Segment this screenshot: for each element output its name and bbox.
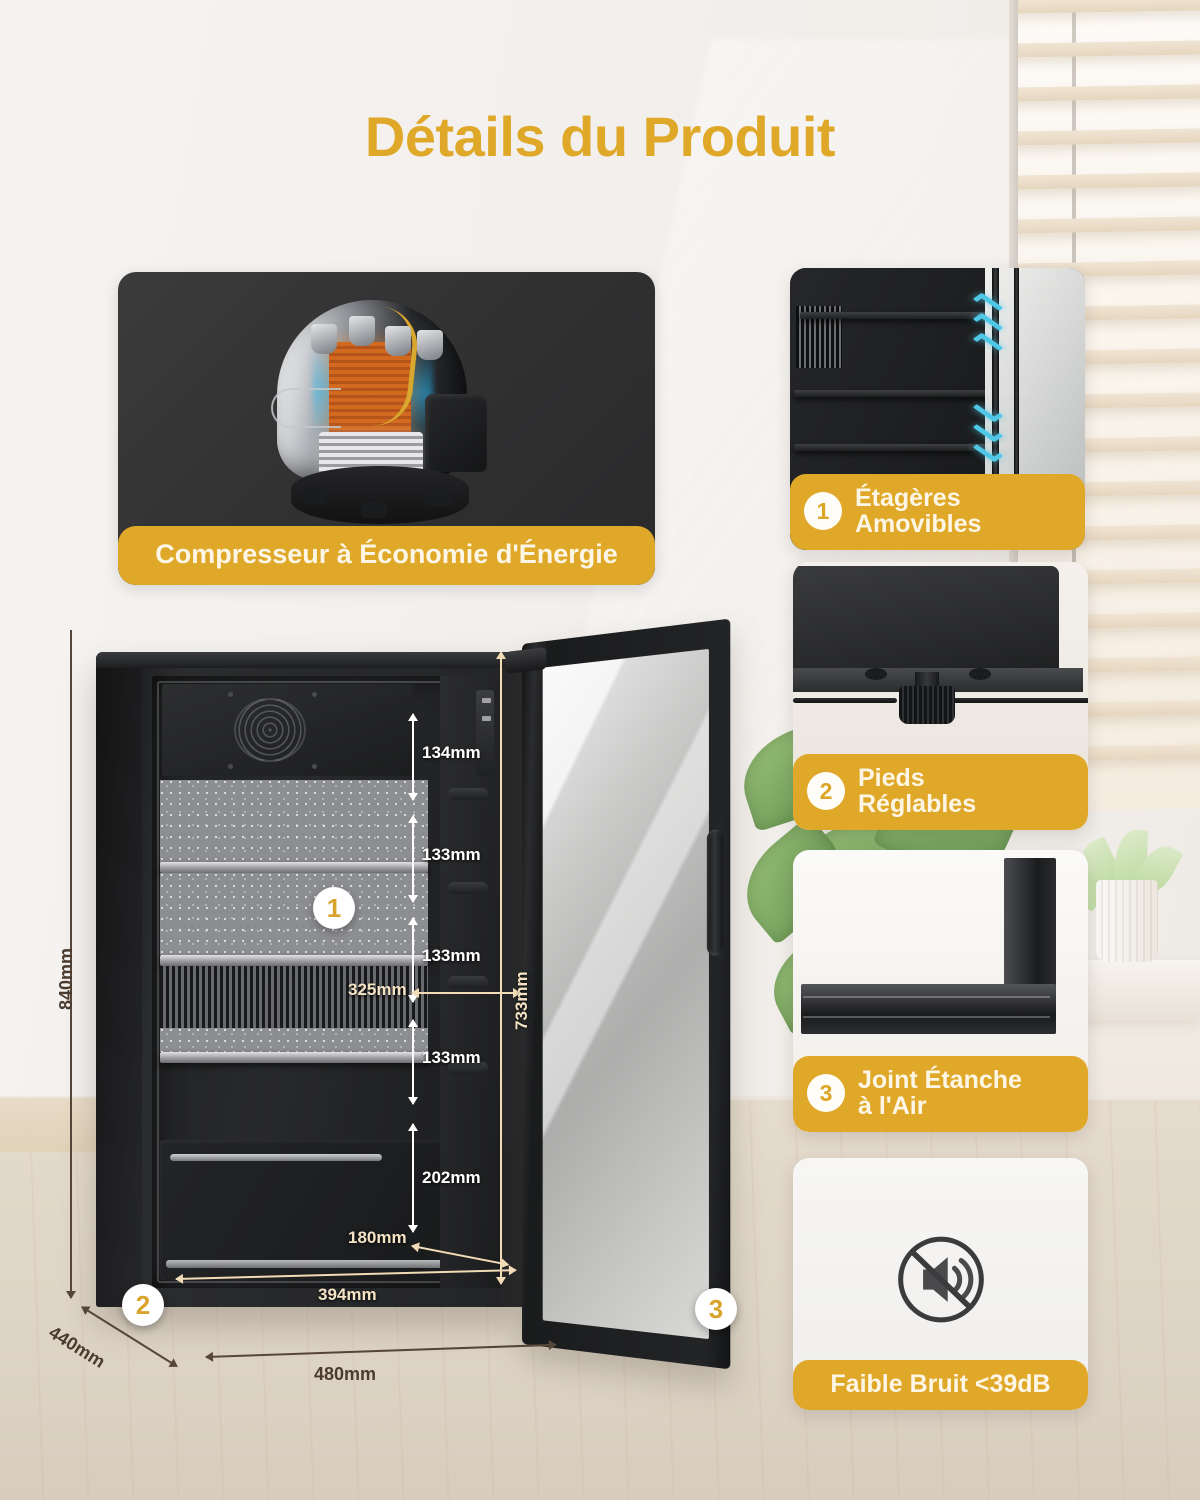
feature-card-airtight-seal[interactable]: 3 Joint Étanche à l'Air (793, 850, 1088, 1132)
dim-arrow-top-compartment (412, 714, 414, 800)
plant-pot (1096, 880, 1158, 962)
feature-card-low-noise[interactable]: Faible Bruit <39dB (793, 1158, 1088, 1410)
feature-card-4-label: Faible Bruit <39dB (830, 1371, 1050, 1397)
fan-panel (162, 684, 412, 776)
leveling-foot-icon (899, 686, 955, 724)
energy-saving-compressor-photo (257, 290, 517, 525)
feature-card-3-badge: 3 (807, 1074, 845, 1112)
feature-card-removable-shelves[interactable]: 1 Étagères Amovibles (790, 268, 1085, 550)
muted-speaker-icon (885, 1224, 997, 1336)
dim-arrow-shelf-gap-1 (412, 816, 414, 902)
dim-label-exterior-height: 840mm (56, 948, 77, 1010)
page-title: Détails du Produit (0, 104, 1200, 169)
dim-label-shelf-gap-3: 133mm (422, 1048, 481, 1068)
door-jamb (440, 676, 502, 1288)
door-handle (707, 829, 724, 956)
shelf-1 (160, 862, 428, 873)
feature-card-1-label-bar: 1 Étagères Amovibles (790, 474, 1085, 550)
dim-label-top-compartment: 134mm (422, 743, 481, 763)
dim-label-exterior-width: 480mm (314, 1364, 376, 1385)
photo-badge-1[interactable]: 1 (313, 887, 355, 929)
compressor-feature-card: Compresseur à Économie d'Énergie (118, 272, 655, 585)
feature-card-adjustable-feet[interactable]: 2 Pieds Réglables (793, 562, 1088, 830)
mini-fridge-open-door-photo: 134mm 133mm 133mm 133mm 202mm 325mm 180m… (60, 630, 780, 1420)
dim-label-interior-width: 394mm (318, 1285, 377, 1305)
dim-label-shelf-gap-2: 133mm (422, 946, 481, 966)
feature-card-3-label: Joint Étanche à l'Air (858, 1067, 1022, 1119)
fan-grille-icon (234, 698, 306, 762)
door-hinge (505, 647, 546, 674)
glass-door (522, 619, 730, 1370)
dim-arrow-exterior-width (206, 1344, 556, 1358)
photo-badge-2[interactable]: 2 (122, 1284, 164, 1326)
shelf-2 (160, 955, 428, 966)
dim-label-interior-depth-lower: 180mm (348, 1228, 407, 1248)
feature-card-2-label: Pieds Réglables (858, 765, 976, 817)
dim-arrow-drawer-height (412, 1124, 414, 1232)
feature-card-4-label-bar: Faible Bruit <39dB (793, 1360, 1088, 1410)
dim-arrow-door-height (500, 652, 502, 1284)
fridge-interior (152, 676, 502, 1288)
photo-badge-3[interactable]: 3 (695, 1288, 737, 1330)
dim-arrow-interior-depth-upper (412, 992, 520, 994)
door-glass-panel (543, 649, 709, 1339)
cabinet-top (96, 652, 524, 668)
feature-card-1-label: Étagères Amovibles (855, 485, 981, 537)
dim-label-interior-depth-upper: 325mm (348, 980, 407, 1000)
dim-label-door-height: 733mm (512, 971, 532, 1030)
feature-card-3-label-bar: 3 Joint Étanche à l'Air (793, 1056, 1088, 1132)
cabinet-left-side (96, 652, 142, 1307)
feature-card-2-label-bar: 2 Pieds Réglables (793, 754, 1088, 830)
feature-card-2-badge: 2 (807, 772, 845, 810)
bottom-drawer (160, 1140, 460, 1280)
dim-label-drawer-height: 202mm (422, 1168, 481, 1188)
compressor-banner-label: Compresseur à Économie d'Énergie (118, 526, 655, 585)
up-down-chevrons-icon (975, 294, 1007, 474)
shelf-3 (160, 1052, 428, 1063)
dim-label-shelf-gap-1: 133mm (422, 845, 481, 865)
dim-arrow-shelf-gap-3 (412, 1020, 414, 1104)
feature-card-1-badge: 1 (804, 492, 842, 530)
